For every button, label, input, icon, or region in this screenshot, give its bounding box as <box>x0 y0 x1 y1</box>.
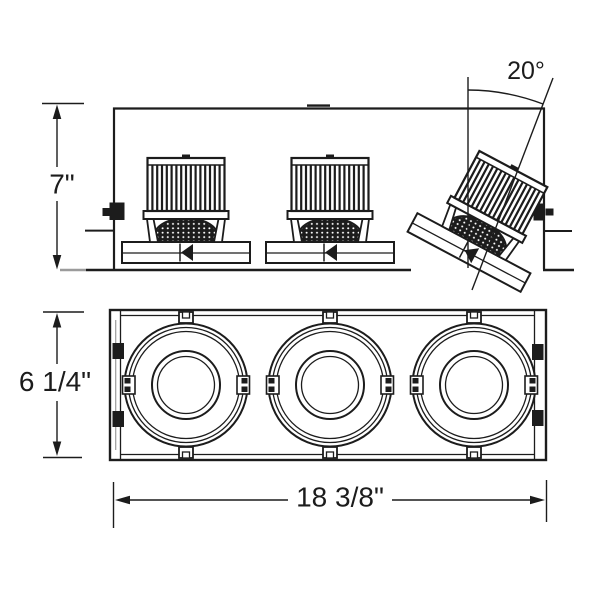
trim-circle-left <box>121 311 251 459</box>
side-height-dimension: 7" <box>42 102 84 270</box>
mounting-clip-right <box>533 203 572 232</box>
front-width-label: 18 3/8" <box>296 482 384 513</box>
frame-clip-right-upper <box>532 344 544 360</box>
mounting-clip-left <box>85 202 125 232</box>
front-height-dimension: 6 1/4" <box>19 311 91 459</box>
front-height-label: 6 1/4" <box>19 366 91 397</box>
tilt-angle-annotation: 20° <box>467 57 554 291</box>
trim-frame-outer <box>108 308 548 462</box>
trim-circle-center <box>265 311 395 459</box>
light-module-left <box>120 153 252 265</box>
frame-clip-left-lower <box>112 411 124 427</box>
front-bottom-view: 6 1/4" 18 3/8" <box>19 308 548 528</box>
light-module-center <box>264 153 396 265</box>
tilt-angle-label: 20° <box>507 57 545 85</box>
trim-circle-right <box>409 311 539 459</box>
side-height-label: 7" <box>49 169 75 200</box>
frame-clip-left-upper <box>112 343 124 359</box>
side-elevation-view: 20° 7" <box>42 57 574 293</box>
front-width-dimension: 18 3/8" <box>112 480 548 528</box>
frame-clip-right-lower <box>532 410 544 426</box>
